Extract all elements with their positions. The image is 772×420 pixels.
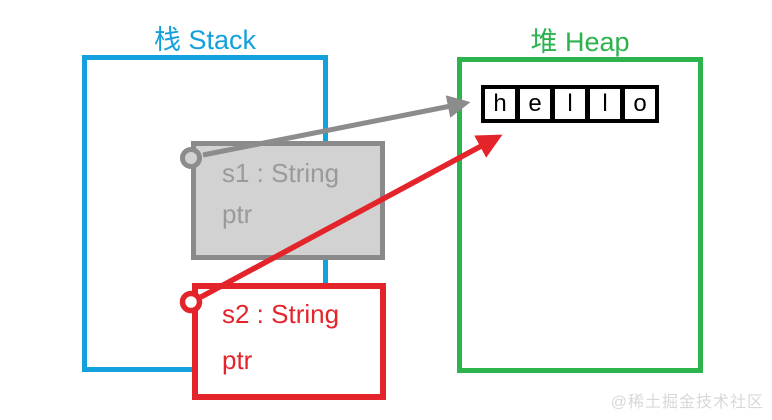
- stack-container: s1 : String ptr s2 : String ptr: [82, 55, 386, 400]
- heap-cell: o: [625, 89, 655, 119]
- heap-cell: l: [590, 89, 620, 119]
- s2-label: s2 : String: [222, 299, 340, 329]
- s1-variable-box: s1 : String ptr: [191, 141, 385, 260]
- heap-cell: e: [520, 89, 550, 119]
- heap-string-cells: h e l l o: [481, 85, 659, 123]
- s1-label: s1 : String: [222, 158, 340, 188]
- heap-title: 堆 Heap: [530, 27, 630, 57]
- watermark: @稀土掘金技术社区: [610, 394, 764, 411]
- s1-ptr-label: ptr: [222, 199, 253, 229]
- s2-variable-box: s2 : String ptr: [192, 283, 386, 400]
- heap-cell: l: [555, 89, 585, 119]
- stack-title: 栈 Stack: [153, 25, 257, 55]
- s2-ptr-label: ptr: [222, 345, 253, 375]
- heap-container: h e l l o: [457, 57, 703, 373]
- heap-cell: h: [485, 89, 515, 119]
